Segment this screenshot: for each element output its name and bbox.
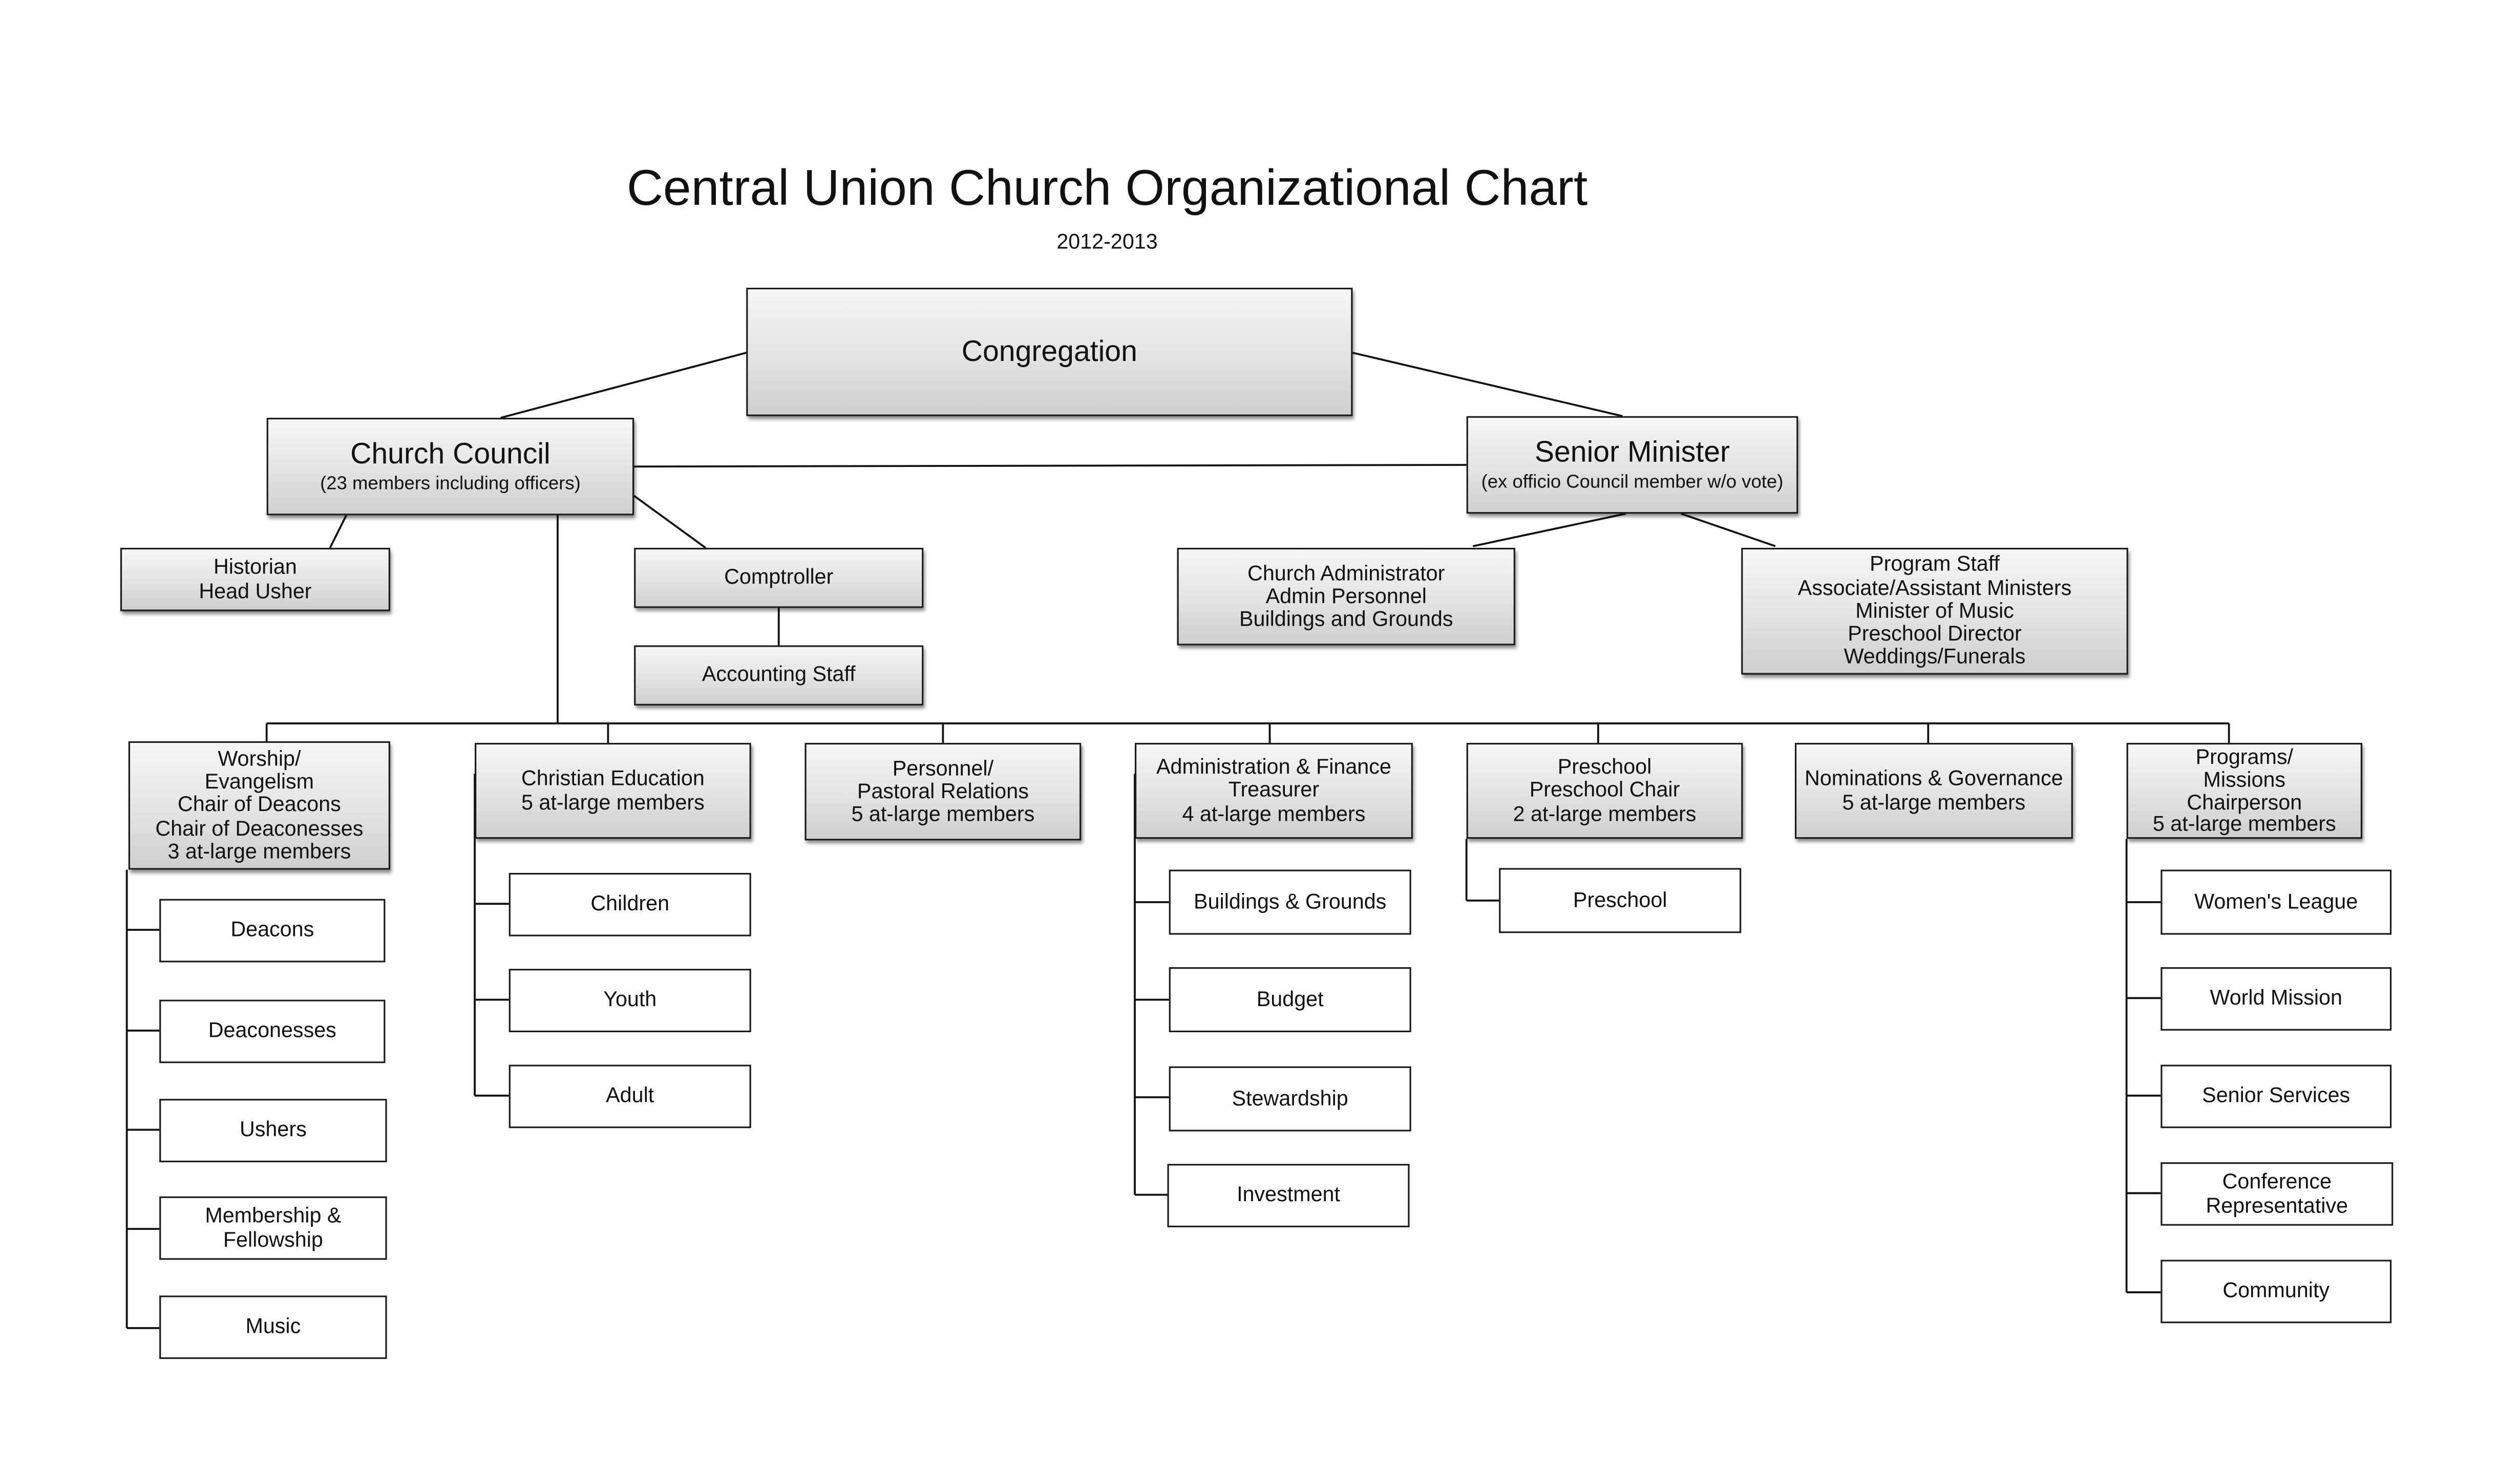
node-world-mission: World Mission [2161, 967, 2392, 1031]
committee-line: Pastoral Relations [857, 778, 1029, 803]
committee-line: Chair of Deacons [177, 792, 341, 817]
church-administrator-line: Church Administrator [1247, 560, 1445, 585]
node-deaconesses: Deaconesses [159, 999, 386, 1063]
committee-administration-finance: Administration & Finance Treasurer 4 at-… [1135, 742, 1413, 839]
node-adult: Adult [509, 1064, 751, 1128]
senior-minister-title: Senior Minister [1534, 435, 1730, 468]
committee-line: Preschool Chair [1529, 777, 1680, 802]
node-community: Community [2161, 1260, 2392, 1324]
historian-line: Historian [213, 555, 297, 579]
church-council-box: Church Council (23 members including off… [266, 417, 634, 516]
committee-line: 5 at-large members [521, 789, 705, 814]
committee-preschool: Preschool Preschool Chair 2 at-large mem… [1466, 742, 1743, 839]
associate-ministers-line: Associate/Assistant Ministers [1797, 574, 2072, 600]
committee-programs-missions: Programs/ Missions Chairperson 5 at-larg… [2126, 742, 2362, 839]
committee-line: Evangelism [204, 769, 314, 794]
church-council-subtitle: (23 members including officers) [320, 474, 581, 494]
church-administrator-box: Church Administrator Admin Personnel Bui… [1177, 547, 1515, 646]
committee-nominations: Nominations & Governance 5 at-large memb… [1794, 742, 2073, 839]
committee-line: 5 at-large members [2152, 812, 2336, 837]
node-budget: Budget [1169, 967, 1411, 1032]
minister-of-music-line: Minister of Music [1855, 598, 2014, 623]
committee-line: Treasurer [1228, 777, 1320, 802]
node-womens-league: Women's League [2161, 869, 2392, 935]
committee-line: Worship/ [218, 745, 301, 771]
historian-box: Historian Head Usher [120, 547, 390, 611]
senior-minister-box: Senior Minister (ex officio Council memb… [1466, 416, 1798, 514]
chart-title: Central Union Church Organizational Char… [626, 159, 1588, 217]
chart-subtitle: 2012-2013 [1056, 229, 1158, 254]
program-staff-box: Program Staff Associate/Assistant Minist… [1741, 547, 2128, 675]
church-council-title: Church Council [350, 437, 550, 470]
head-usher-line: Head Usher [199, 578, 312, 603]
committee-personnel: Personnel/ Pastoral Relations 5 at-large… [804, 742, 1082, 841]
committee-line: 2 at-large members [1513, 801, 1697, 825]
committee-line: 3 at-large members [167, 838, 351, 863]
weddings-funerals-line: Weddings/Funerals [1844, 644, 2026, 669]
committee-worship: Worship/ Evangelism Chair of Deacons Cha… [128, 741, 390, 870]
node-buildings-grounds: Buildings & Grounds [1169, 869, 1411, 935]
committee-line: Programs/ [2195, 744, 2294, 769]
node-investment: Investment [1167, 1164, 1410, 1227]
committee-line: Nominations & Governance [1805, 765, 2063, 791]
admin-personnel-line: Admin Personnel [1265, 583, 1427, 608]
node-conference-representative: Conference Representative [2161, 1162, 2394, 1226]
committee-line: Preschool [1557, 754, 1652, 779]
committee-line: Administration & Finance [1156, 754, 1391, 779]
congregation-box: Congregation [746, 287, 1353, 416]
accounting-staff-box: Accounting Staff [634, 645, 924, 706]
node-membership-fellowship: Membership & Fellowship [159, 1196, 387, 1260]
committee-christian-education: Christian Education 5 at-large members [475, 742, 751, 839]
committee-line: 5 at-large members [1842, 789, 2026, 814]
node-preschool: Preschool [1499, 868, 1742, 933]
node-senior-services: Senior Services [2161, 1064, 2392, 1128]
node-ushers: Ushers [159, 1099, 387, 1162]
preschool-director-line: Preschool Director [1848, 621, 2022, 646]
node-deacons: Deacons [159, 899, 386, 963]
node-music: Music [159, 1295, 387, 1359]
node-youth: Youth [509, 969, 751, 1032]
committee-line: 5 at-large members [851, 801, 1035, 826]
committee-line: Chairperson [2187, 789, 2302, 814]
committee-line: Christian Education [521, 765, 705, 791]
program-staff-line: Program Staff [1870, 551, 2000, 576]
senior-minister-subtitle: (ex officio Council member w/o vote) [1481, 472, 1784, 492]
committee-line: Chair of Deaconesses [155, 815, 364, 840]
buildings-grounds-line: Buildings and Grounds [1239, 606, 1453, 631]
node-stewardship: Stewardship [1169, 1066, 1411, 1132]
committee-line: Personnel/ [892, 755, 994, 780]
comptroller-box: Comptroller [634, 547, 924, 608]
node-children: Children [509, 872, 751, 936]
committee-line: Missions [2203, 766, 2286, 791]
committee-line: 4 at-large members [1182, 801, 1366, 825]
